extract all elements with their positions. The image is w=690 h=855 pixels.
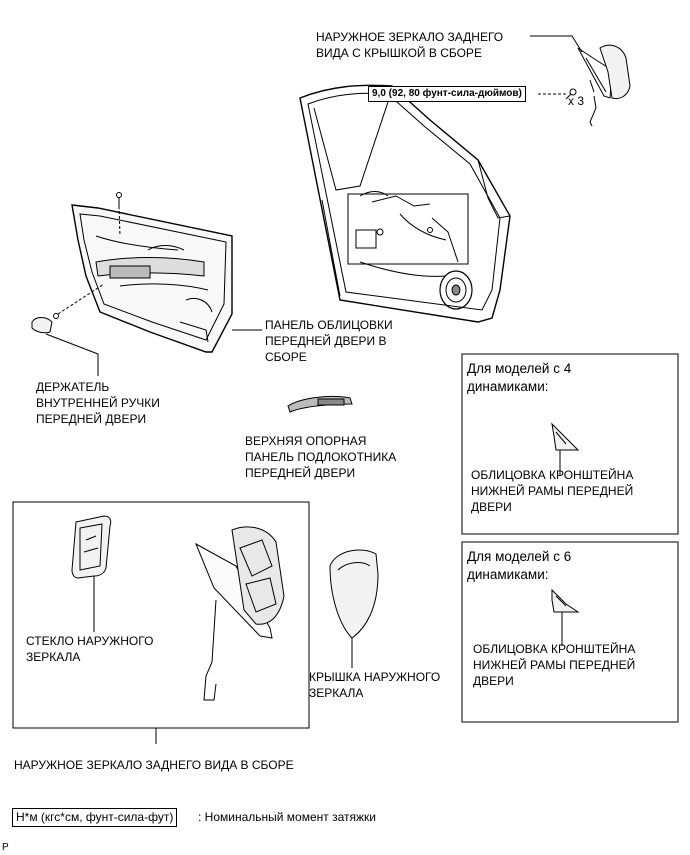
bracket-cover-4 xyxy=(551,422,580,451)
box-4-part-1: ОБЛИЦОВКА КРОНШТЕЙНА xyxy=(471,468,634,482)
box-4-speakers xyxy=(461,353,679,535)
handle-holder-label-2: ВНУТРЕННЕЙ РУЧКИ xyxy=(36,396,160,410)
box-6-part-1: ОБЛИЦОВКА КРОНШТЕЙНА xyxy=(473,642,636,656)
box-6-part-3: ДВЕРИ xyxy=(473,674,514,688)
armrest-label-1: ВЕРХНЯЯ ОПОРНАЯ xyxy=(245,434,367,448)
mirror-assy-cover-label-1: НАРУЖНОЕ ЗЕРКАЛО ЗАДНЕГО xyxy=(316,30,504,44)
outside-mirror-with-cover xyxy=(577,44,631,127)
mirror-assy-label: НАРУЖНОЕ ЗЕРКАЛО ЗАДНЕГО ВИДА В СБОРЕ xyxy=(14,758,294,772)
trim-screw xyxy=(116,192,122,237)
box-6-part-2: НИЖНЕЙ РАМЫ ПЕРЕДНЕЙ xyxy=(473,658,636,672)
box-6-speakers xyxy=(461,541,679,723)
door-trim-panel xyxy=(71,204,233,353)
mirror-glass xyxy=(71,515,112,579)
screw-quantity: x 3 xyxy=(568,94,585,108)
handle-holder-label-3: ПЕРЕДНЕЙ ДВЕРИ xyxy=(36,412,147,426)
mirror-glass-label-2: ЗЕРКАЛА xyxy=(26,650,81,664)
armrest-label-3: ПЕРЕДНЕЙ ДВЕРИ xyxy=(245,466,356,480)
mirror-cover xyxy=(329,549,379,639)
legend-unit-box: Н*м (кгс*см, фунт-сила-фут) xyxy=(12,808,178,827)
door-trim-label-1: ПАНЕЛЬ ОБЛИЦОВКИ xyxy=(265,318,393,332)
mirror-body xyxy=(195,526,285,701)
mirror-glass-label-1: СТЕКЛО НАРУЖНОГО xyxy=(26,634,154,648)
box-4-part-3: ДВЕРИ xyxy=(471,500,512,514)
door-trim-label-2: ПЕРЕДНЕЙ ДВЕРИ В xyxy=(265,334,387,348)
handle-holder xyxy=(31,283,105,334)
armrest-label-2: ПАНЕЛЬ ПОДЛОКОТНИКА xyxy=(245,450,397,464)
door-trim-label-3: СБОРЕ xyxy=(265,350,307,364)
armrest-upper-panel xyxy=(287,395,353,413)
mirror-assy-cover-label-2: ВИДА С КРЫШКОЙ В СБОРЕ xyxy=(316,46,482,60)
box-4-title-2: динамиками: xyxy=(467,379,549,394)
bracket-cover-6 xyxy=(551,588,580,613)
p-mark: P xyxy=(2,842,9,853)
mirror-cover-label-1: КРЫШКА НАРУЖНОГО xyxy=(309,670,441,684)
mirror-cover-label-2: ЗЕРКАЛА xyxy=(309,686,364,700)
handle-holder-label-1: ДЕРЖАТЕЛЬ xyxy=(36,380,110,394)
mirror-assy-cover-leader xyxy=(530,35,583,53)
box-4-title-1: Для моделей с 4 xyxy=(467,361,572,376)
handle-holder-leader xyxy=(45,333,99,376)
box-6-title-2: динамиками: xyxy=(467,567,549,582)
torque-spec-box: 9,0 (92, 80 фунт-сила-дюймов) xyxy=(368,86,526,102)
mirror-screw xyxy=(565,88,577,100)
mirror-assy-box xyxy=(12,501,310,729)
front-door-frame xyxy=(299,84,511,323)
box-4-part-2: НИЖНЕЙ РАМЫ ПЕРЕДНЕЙ xyxy=(471,484,634,498)
box-6-title-1: Для моделей с 6 xyxy=(467,549,572,564)
legend-description: : Номинальный момент затяжки xyxy=(198,810,376,824)
